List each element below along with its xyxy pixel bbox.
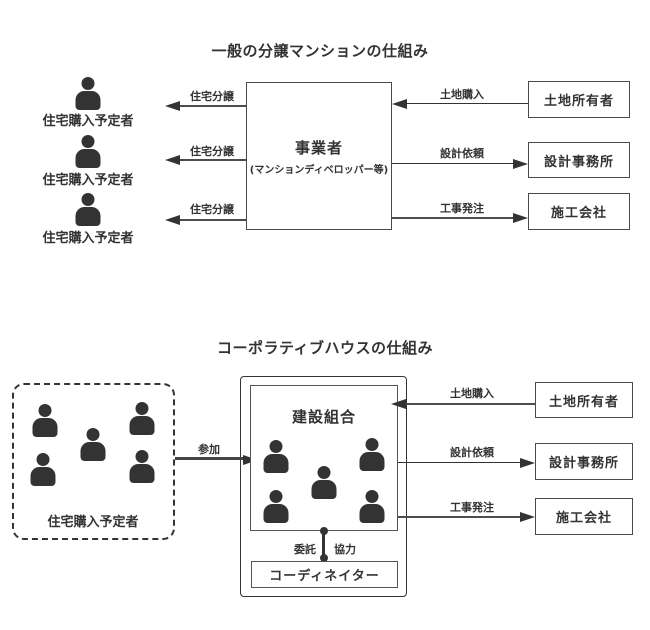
- arrowhead-right-icon: [513, 159, 528, 169]
- person-head: [135, 450, 149, 463]
- operator-box-subtitle: (マンションディベロッパー等): [249, 164, 389, 176]
- arrow-label: 住宅分譲: [190, 203, 234, 216]
- person-body: [359, 504, 385, 523]
- arrow-label: 参加: [198, 443, 220, 456]
- arrowhead-right-icon: [520, 512, 535, 522]
- person-icon: [128, 402, 156, 435]
- person-icon: [310, 466, 338, 499]
- arrow-line: [398, 516, 520, 518]
- person-icon: [358, 490, 386, 523]
- person-icon: [79, 428, 107, 461]
- operator-box-title: 事業者: [294, 138, 343, 157]
- person-head: [81, 135, 95, 148]
- person-head: [269, 440, 283, 453]
- arrow-line: [392, 217, 514, 219]
- landowner-box: 土地所有者: [535, 382, 633, 418]
- arrow-label: 住宅分譲: [190, 90, 234, 103]
- landowner-box: 土地所有者: [528, 81, 630, 118]
- buyer-label-2: 住宅購入予定者: [42, 173, 134, 188]
- person-body: [75, 207, 101, 226]
- person-head: [269, 490, 283, 503]
- arrow-line: [179, 219, 246, 221]
- person-head: [81, 193, 95, 206]
- person-body: [129, 464, 155, 483]
- cooperation-label: 協力: [334, 543, 356, 556]
- buyers-group-label: 住宅購入予定者: [47, 515, 139, 530]
- arrowhead-right-icon: [520, 458, 535, 468]
- person-head: [81, 77, 95, 90]
- person-head: [38, 404, 52, 417]
- arrow-label: 工事発注: [450, 501, 494, 514]
- diagram2-title: コーポラティブハウスの仕組み: [216, 339, 434, 357]
- arrow-line: [179, 159, 246, 161]
- arrowhead-left-icon: [165, 215, 180, 225]
- arrow-line: [175, 457, 245, 460]
- arrowhead-left-icon: [391, 399, 406, 409]
- construction-union-title: 建設組合: [291, 408, 356, 426]
- design-office-box: 設計事務所: [535, 443, 633, 480]
- diagram1-title: 一般の分譲マンションの仕組み: [211, 42, 429, 60]
- person-icon: [128, 450, 156, 483]
- person-body: [263, 454, 289, 473]
- person-head: [86, 428, 100, 441]
- consignment-label: 委託: [294, 543, 316, 556]
- person-body: [129, 416, 155, 435]
- person-icon: [29, 453, 57, 486]
- person-body: [75, 91, 101, 110]
- arrowhead-right-icon: [513, 213, 528, 223]
- person-head: [135, 402, 149, 415]
- person-head: [365, 438, 379, 451]
- arrow-label: 工事発注: [440, 202, 484, 215]
- person-body: [80, 442, 106, 461]
- arrow-line: [179, 105, 246, 107]
- coordinator-box: コーディネイター: [251, 561, 398, 588]
- person-body: [32, 418, 58, 437]
- person-icon: [74, 77, 102, 110]
- arrow-label: 住宅分譲: [190, 145, 234, 158]
- arrowhead-left-icon: [165, 101, 180, 111]
- connector-dot-bottom: [320, 554, 328, 562]
- person-icon: [74, 193, 102, 226]
- arrow-line: [398, 462, 520, 463]
- arrow-label: 設計依頼: [450, 446, 494, 459]
- person-head: [365, 490, 379, 503]
- person-icon: [31, 404, 59, 437]
- person-icon: [262, 490, 290, 523]
- person-body: [311, 480, 337, 499]
- arrowhead-left-icon: [392, 99, 407, 109]
- person-body: [75, 149, 101, 168]
- connector-line: [322, 531, 325, 559]
- buyer-label-3: 住宅購入予定者: [42, 231, 134, 246]
- arrow-line: [392, 163, 514, 164]
- person-body: [30, 467, 56, 486]
- person-body: [359, 452, 385, 471]
- buyer-label-1: 住宅購入予定者: [42, 114, 134, 129]
- person-head: [317, 466, 331, 479]
- arrow-label: 設計依頼: [440, 147, 484, 160]
- construction-company-box: 施工会社: [535, 498, 633, 535]
- person-head: [36, 453, 50, 466]
- arrowhead-left-icon: [165, 155, 180, 165]
- person-icon: [262, 440, 290, 473]
- connector-dot-top: [320, 527, 328, 535]
- person-icon: [74, 135, 102, 168]
- design-office-box: 設計事務所: [528, 142, 630, 178]
- person-icon: [358, 438, 386, 471]
- arrow-line: [406, 403, 535, 405]
- arrow-label: 土地購入: [440, 88, 484, 101]
- operator-box: 事業者 (マンションディベロッパー等): [246, 82, 392, 230]
- arrow-line: [406, 103, 528, 104]
- person-body: [263, 504, 289, 523]
- arrow-label: 土地購入: [450, 387, 494, 400]
- construction-company-box: 施工会社: [528, 193, 630, 230]
